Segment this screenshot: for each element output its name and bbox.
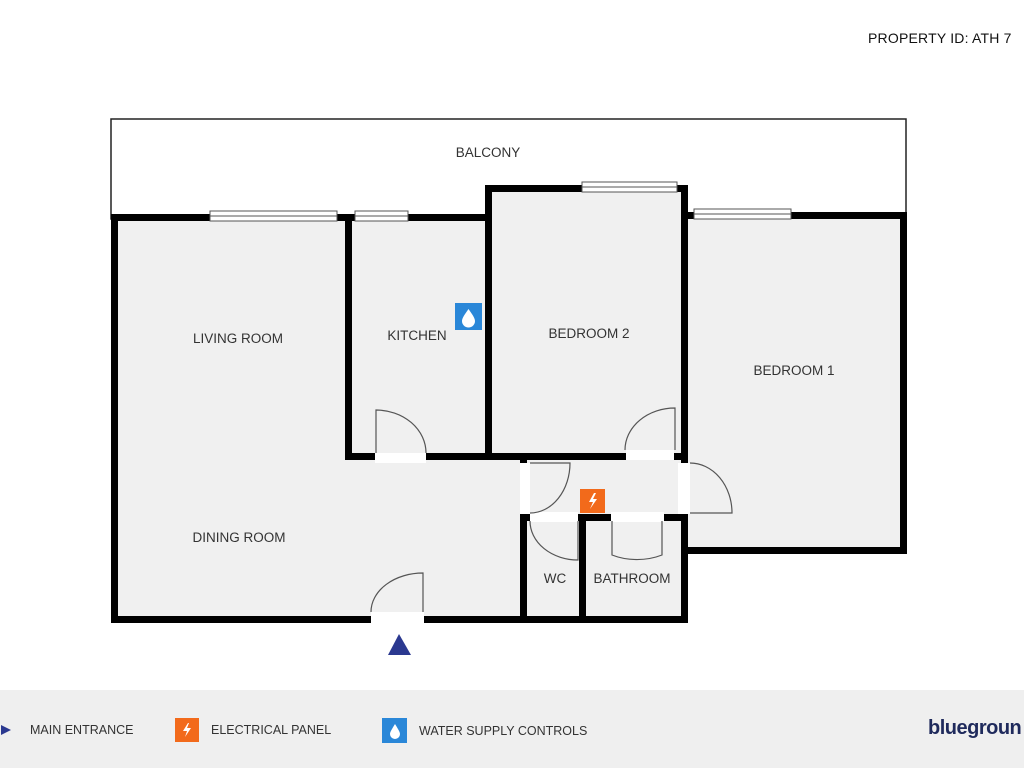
- property-id: PROPERTY ID: ATH 7: [868, 30, 1012, 46]
- triangle-icon: [0, 718, 18, 742]
- room-label-dining-room: DINING ROOM: [193, 530, 286, 545]
- floor-plan: BALCONY LIVING ROOM KITCHEN BEDROOM 2 BE…: [110, 118, 907, 655]
- legend-item-water-supply: WATER SUPPLY CONTROLS: [382, 718, 587, 743]
- water-supply-marker: [455, 303, 482, 330]
- door-openings: [371, 450, 690, 626]
- room-label-balcony: BALCONY: [456, 145, 521, 160]
- lightning-icon: [175, 718, 199, 742]
- main-entrance-marker: [388, 634, 411, 655]
- legend-label: ELECTRICAL PANEL: [211, 723, 332, 737]
- room-label-living-room: LIVING ROOM: [193, 331, 283, 346]
- legend-item-electrical-panel: ELECTRICAL PANEL: [175, 718, 331, 742]
- door-swings: [370, 407, 733, 613]
- room-label-bedroom-1: BEDROOM 1: [753, 363, 834, 378]
- legend-label: WATER SUPPLY CONTROLS: [419, 723, 588, 738]
- room-label-bathroom: BATHROOM: [594, 571, 671, 586]
- water-drop-icon: [382, 718, 407, 743]
- legend-item-main-entrance: MAIN ENTRANCE: [0, 718, 133, 742]
- brand-logo: bluegroun: [928, 717, 1022, 739]
- legend-label: MAIN ENTRANCE: [30, 723, 134, 737]
- walls: [111, 185, 907, 623]
- room-label-wc: WC: [544, 571, 567, 586]
- windows: [209, 181, 792, 222]
- electrical-panel-marker: [580, 489, 605, 513]
- room-label-bedroom-2: BEDROOM 2: [548, 326, 629, 341]
- room-label-kitchen: KITCHEN: [387, 328, 446, 343]
- legend-bar: MAIN ENTRANCE ELECTRICAL PANEL WATER SUP…: [0, 690, 1024, 768]
